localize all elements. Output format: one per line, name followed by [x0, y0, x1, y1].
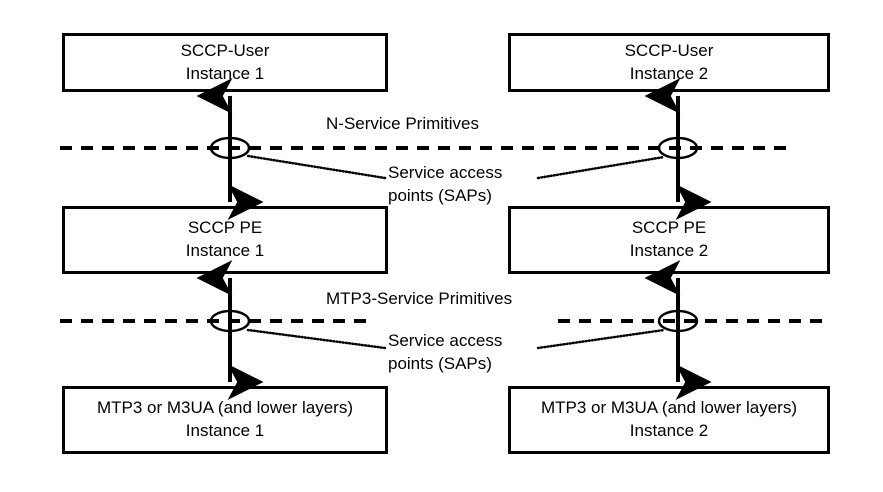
node-label-line1: SCCP-User: [624, 40, 714, 60]
node-label-line1: SCCP PE: [631, 218, 707, 238]
sap-ellipse-upper-left: [209, 136, 251, 160]
leader-line-lower-left: [246, 328, 387, 350]
callout-sap-upper: Service access points (SAPs): [388, 162, 502, 208]
leader-line-upper-right: [536, 155, 666, 180]
node-box-mtp3-1: MTP3 or M3UA (and lower layers) Instance…: [62, 386, 388, 454]
callout-sap-lower: Service access points (SAPs): [388, 330, 502, 376]
node-label-line1: MTP3 or M3UA (and lower layers): [540, 398, 798, 418]
node-box-sccp-user-1: SCCP-User Instance 1: [62, 33, 388, 92]
leader-line-upper-left: [246, 154, 387, 180]
callout-line1: Service access: [388, 331, 503, 350]
node-box-sccp-pe-2: SCCP PE Instance 2: [508, 206, 830, 274]
node-box-sccp-user-2: SCCP-User Instance 2: [508, 33, 830, 92]
node-label-line2: Instance 2: [629, 421, 709, 440]
sap-ellipse-lower-left: [209, 309, 251, 333]
node-label-line2: Instance 1: [185, 241, 265, 260]
node-box-sccp-pe-1: SCCP PE Instance 1: [62, 206, 388, 274]
label-text: MTP3-Service Primitives: [326, 289, 513, 308]
node-label-line1: SCCP-User: [180, 40, 270, 60]
node-label-line2: Instance 1: [185, 421, 265, 440]
sap-ellipse-upper-right: [657, 136, 699, 160]
node-box-mtp3-2: MTP3 or M3UA (and lower layers) Instance…: [508, 386, 830, 454]
leader-line-lower-right: [536, 328, 666, 350]
node-label-line2: Instance 1: [185, 63, 265, 83]
label-text: N-Service Primitives: [326, 114, 480, 133]
callout-line2: points (SAPs): [388, 185, 492, 205]
label-mtp3-service-primitives: MTP3-Service Primitives: [326, 288, 512, 311]
node-label-line2: Instance 2: [629, 241, 709, 260]
sap-ellipse-lower-right: [657, 309, 699, 333]
label-n-service-primitives: N-Service Primitives: [326, 113, 479, 136]
node-label-line1: MTP3 or M3UA (and lower layers): [96, 398, 354, 418]
node-label-line2: Instance 2: [629, 63, 709, 83]
callout-line1: Service access: [388, 163, 503, 182]
node-label-line1: SCCP PE: [187, 218, 263, 238]
callout-line2: points (SAPs): [388, 353, 492, 373]
